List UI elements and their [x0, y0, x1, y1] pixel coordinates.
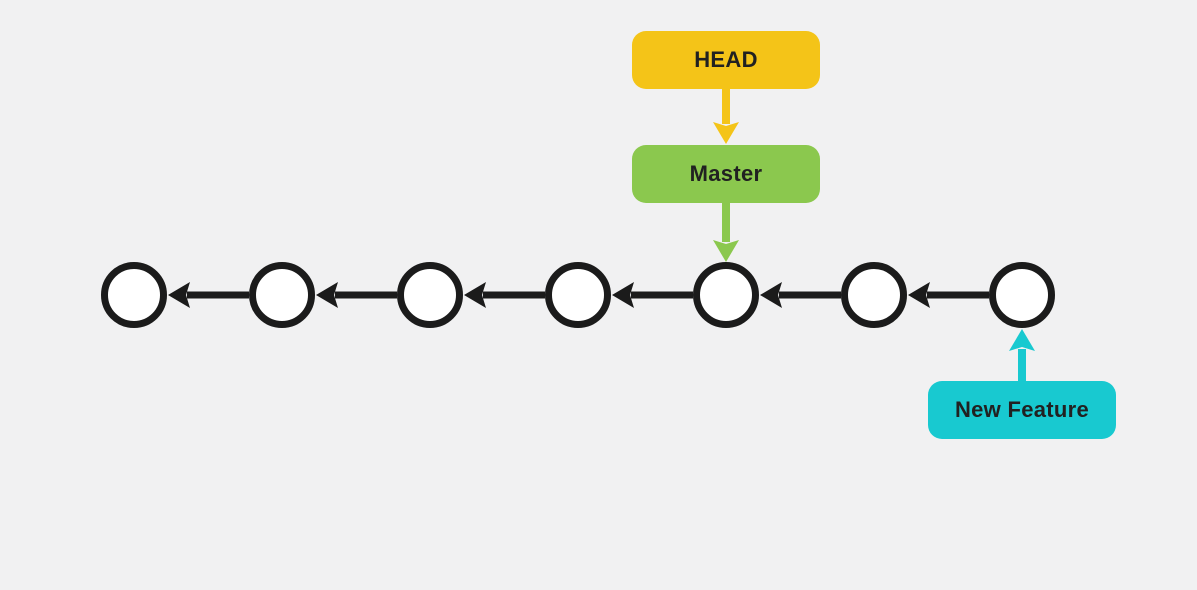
commit-node: [693, 262, 759, 328]
master-to-commit-arrow-head: [713, 240, 739, 262]
head-to-master-arrow-head: [713, 122, 739, 144]
commit-parent-arrowhead: [760, 282, 782, 308]
head-label: HEAD: [632, 31, 820, 89]
commit-parent-arrowhead: [168, 282, 190, 308]
commit-parent-arrowhead: [464, 282, 486, 308]
new-feature-label: New Feature: [928, 381, 1116, 439]
commit-node: [841, 262, 907, 328]
commit-node: [101, 262, 167, 328]
new-feature-to-commit-arrow-head: [1009, 329, 1035, 351]
commit-parent-arrowhead: [612, 282, 634, 308]
commit-node: [989, 262, 1055, 328]
commit-node: [545, 262, 611, 328]
commit-node: [397, 262, 463, 328]
commit-parent-arrowhead: [316, 282, 338, 308]
commit-parent-arrowhead: [908, 282, 930, 308]
commit-node: [249, 262, 315, 328]
master-label: Master: [632, 145, 820, 203]
